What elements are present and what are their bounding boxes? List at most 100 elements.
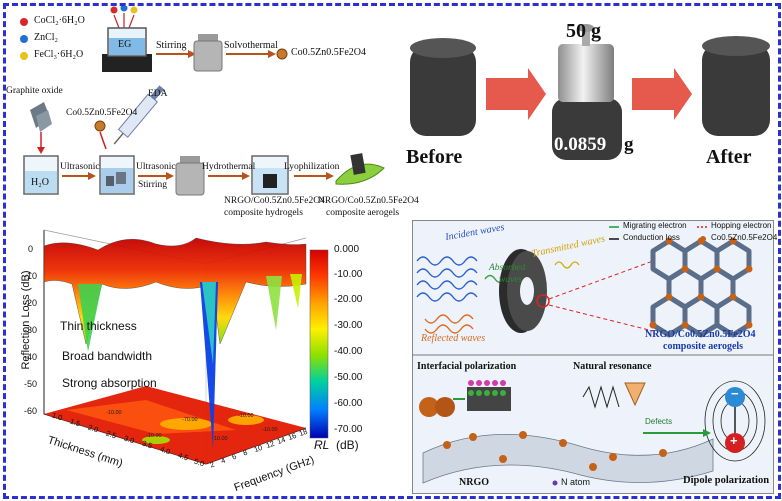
solvothermal-label: Solvothermal: [224, 40, 278, 51]
y-tick-4: -40: [24, 352, 37, 362]
y-tick-2: -20: [24, 298, 37, 308]
y-tick-0: 0: [28, 244, 33, 254]
transmitted-waves-icon: [555, 262, 579, 268]
mechanism-panel: Incident waves Transmitted waves Absorbe…: [412, 220, 774, 494]
interfacial-polarization-label: Interfacial polarization: [417, 361, 516, 372]
contour-label-3: -10.00: [106, 410, 122, 416]
colorbar-tick-2: -20.00: [334, 294, 362, 305]
composite-label-1: NRGO/Co0.5Zn0.5Fe2O4: [645, 329, 756, 340]
graphite-oxide-icon: [30, 102, 52, 132]
aerogel-before-icon: [410, 38, 476, 136]
natural-resonance-label: Natural resonance: [573, 361, 651, 372]
colorbar-tick-7: -70.00: [334, 424, 362, 435]
beaker-water-icon: [24, 156, 58, 194]
ultrasonic-stirring-label-1: Ultrasonic: [136, 162, 176, 172]
contour-label-5: -10.00: [212, 436, 228, 442]
y-tick-3: -30: [24, 325, 37, 335]
water-label: H₂O: [31, 177, 49, 188]
interfacial-icon: [419, 380, 511, 417]
dipole-plus-sign: +: [730, 433, 738, 448]
natural-resonance-icon: [583, 383, 645, 407]
honeycomb-network-icon: [653, 241, 749, 335]
colorbar-tick-4: -40.00: [334, 346, 362, 357]
weight-label: 50 g: [566, 20, 601, 43]
aerogel-label-2: composite aerogels: [326, 208, 399, 218]
beaker-hydrogel-icon: [252, 156, 288, 194]
rl-3d-plot: Reflection Loss (dB) 0 -10 -20 -30 -40 -…: [6, 224, 406, 496]
mass-unit: g: [624, 134, 634, 156]
nanoparticle-icon: [277, 49, 287, 59]
aerogel-after-icon: [702, 36, 770, 136]
reflected-waves-icon: [425, 315, 473, 333]
ultrasonic-stirring-label-2: Stirring: [138, 180, 167, 190]
stirring-label: Stirring: [156, 40, 187, 51]
arrow-right-1-icon: [486, 68, 546, 120]
after-label: After: [706, 146, 752, 169]
arrow-right-2-icon: [632, 68, 692, 120]
figure-frame: CoCl₂·6H₂O ZnCl₂ FeCl₃·6H₂O EG Stirring …: [3, 3, 781, 499]
aerogel-ring-icon: [499, 249, 547, 333]
legend-migrating: Migrating electron: [623, 221, 687, 230]
nrgo-sheet: [423, 434, 713, 483]
y-tick-5: -50: [24, 379, 37, 389]
hydrothermal-label: Hydrothermal: [202, 162, 255, 172]
incident-waves-icon: [417, 257, 477, 301]
absorbed-label-2: waves: [499, 275, 522, 285]
defects-label: Defects: [645, 417, 672, 426]
ultrasonic-label: Ultrasonic: [60, 162, 100, 172]
colorbar-tick-1: -10.00: [334, 269, 362, 280]
mass-value: 0.0859: [554, 134, 606, 156]
colorbar-unit: (dB): [336, 438, 359, 452]
product-label: Co0.5Zn0.5Fe2O4: [291, 47, 366, 58]
graphite-oxide-label: Graphite oxide: [6, 86, 63, 96]
annotation-broad-bandwidth: Broad bandwidth: [62, 349, 152, 363]
aerogel-leaf-icon: [336, 153, 384, 184]
colorbar-tick-0: 0.000: [334, 244, 359, 255]
reagent-cobalt-label: CoCl₂·6H₂O: [34, 15, 85, 26]
y-tick-6: -60: [24, 406, 37, 416]
iron-dot-icon: [20, 52, 28, 60]
annotation-strong-absorption: Strong absorption: [62, 376, 157, 390]
colorbar-tick-5: -50.00: [334, 372, 362, 383]
colorbar-tick-3: -30.00: [334, 320, 362, 331]
beaker-eg-icon: [102, 28, 152, 72]
beaker-mixture-icon: [100, 156, 134, 194]
before-label: Before: [406, 146, 462, 169]
eda-label: EDA: [148, 89, 168, 99]
y-tick-1: -10: [24, 271, 37, 281]
n-atom-label: N atom: [561, 477, 590, 487]
dipole-polarization-label: Dipole polarization: [683, 475, 769, 486]
eg-label: EG: [118, 39, 131, 50]
contour-label-2: -10.00: [146, 433, 162, 439]
contour-label-1: -10.00: [238, 413, 254, 419]
dipole-minus-sign: −: [731, 386, 739, 401]
photo-panel: 50 g 0.0859 g Before After: [406, 6, 778, 181]
contour-label-0: -70.00: [182, 417, 198, 423]
composite-label-2: composite aerogels: [663, 341, 743, 352]
nrgo-label: NRGO: [459, 477, 489, 488]
mechanism-drawing: [413, 221, 773, 493]
legend-conduction: Conduction loss: [623, 233, 680, 242]
hydrogel-label-1: NRGO/Co0.5Zn0.5Fe2O4: [224, 196, 325, 206]
synthesis-scheme: CoCl₂·6H₂O ZnCl₂ FeCl₃·6H₂O EG Stirring …: [6, 6, 406, 221]
particle-drop-icon: [95, 121, 105, 131]
reflected-waves-label: Reflected waves: [421, 333, 485, 344]
colorbar-title: RL: [314, 438, 329, 452]
colorbar-tick-6: -60.00: [334, 398, 362, 409]
reagent-iron-label: FeCl₃·6H₂O: [34, 49, 83, 60]
legend-particle: Co0.5Zn0.5Fe2O4: [711, 233, 777, 242]
colorbar: [310, 250, 328, 438]
absorbed-label-1: Absorbed: [489, 263, 525, 273]
zinc-dot-icon: [20, 35, 28, 43]
annotation-thin-thickness: Thin thickness: [60, 319, 137, 333]
legend-hopping: Hopping electron: [711, 221, 771, 230]
contour-label-4: -10.00: [262, 427, 278, 433]
particles-label: Co0.5Zn0.5Fe2O4: [66, 108, 137, 118]
n-atom-legend-icon: [553, 481, 558, 486]
reagent-zinc-label: ZnCl₂: [34, 32, 58, 43]
lyophilization-label: Lyophilization: [284, 162, 339, 172]
hydrogel-label-2: composite hydrogels: [224, 208, 303, 218]
autoclave-icon: [194, 34, 222, 71]
autoclave-2-icon: [176, 156, 204, 195]
aerogel-label-1: NRGO/Co0.5Zn0.5Fe2O4: [318, 196, 419, 206]
